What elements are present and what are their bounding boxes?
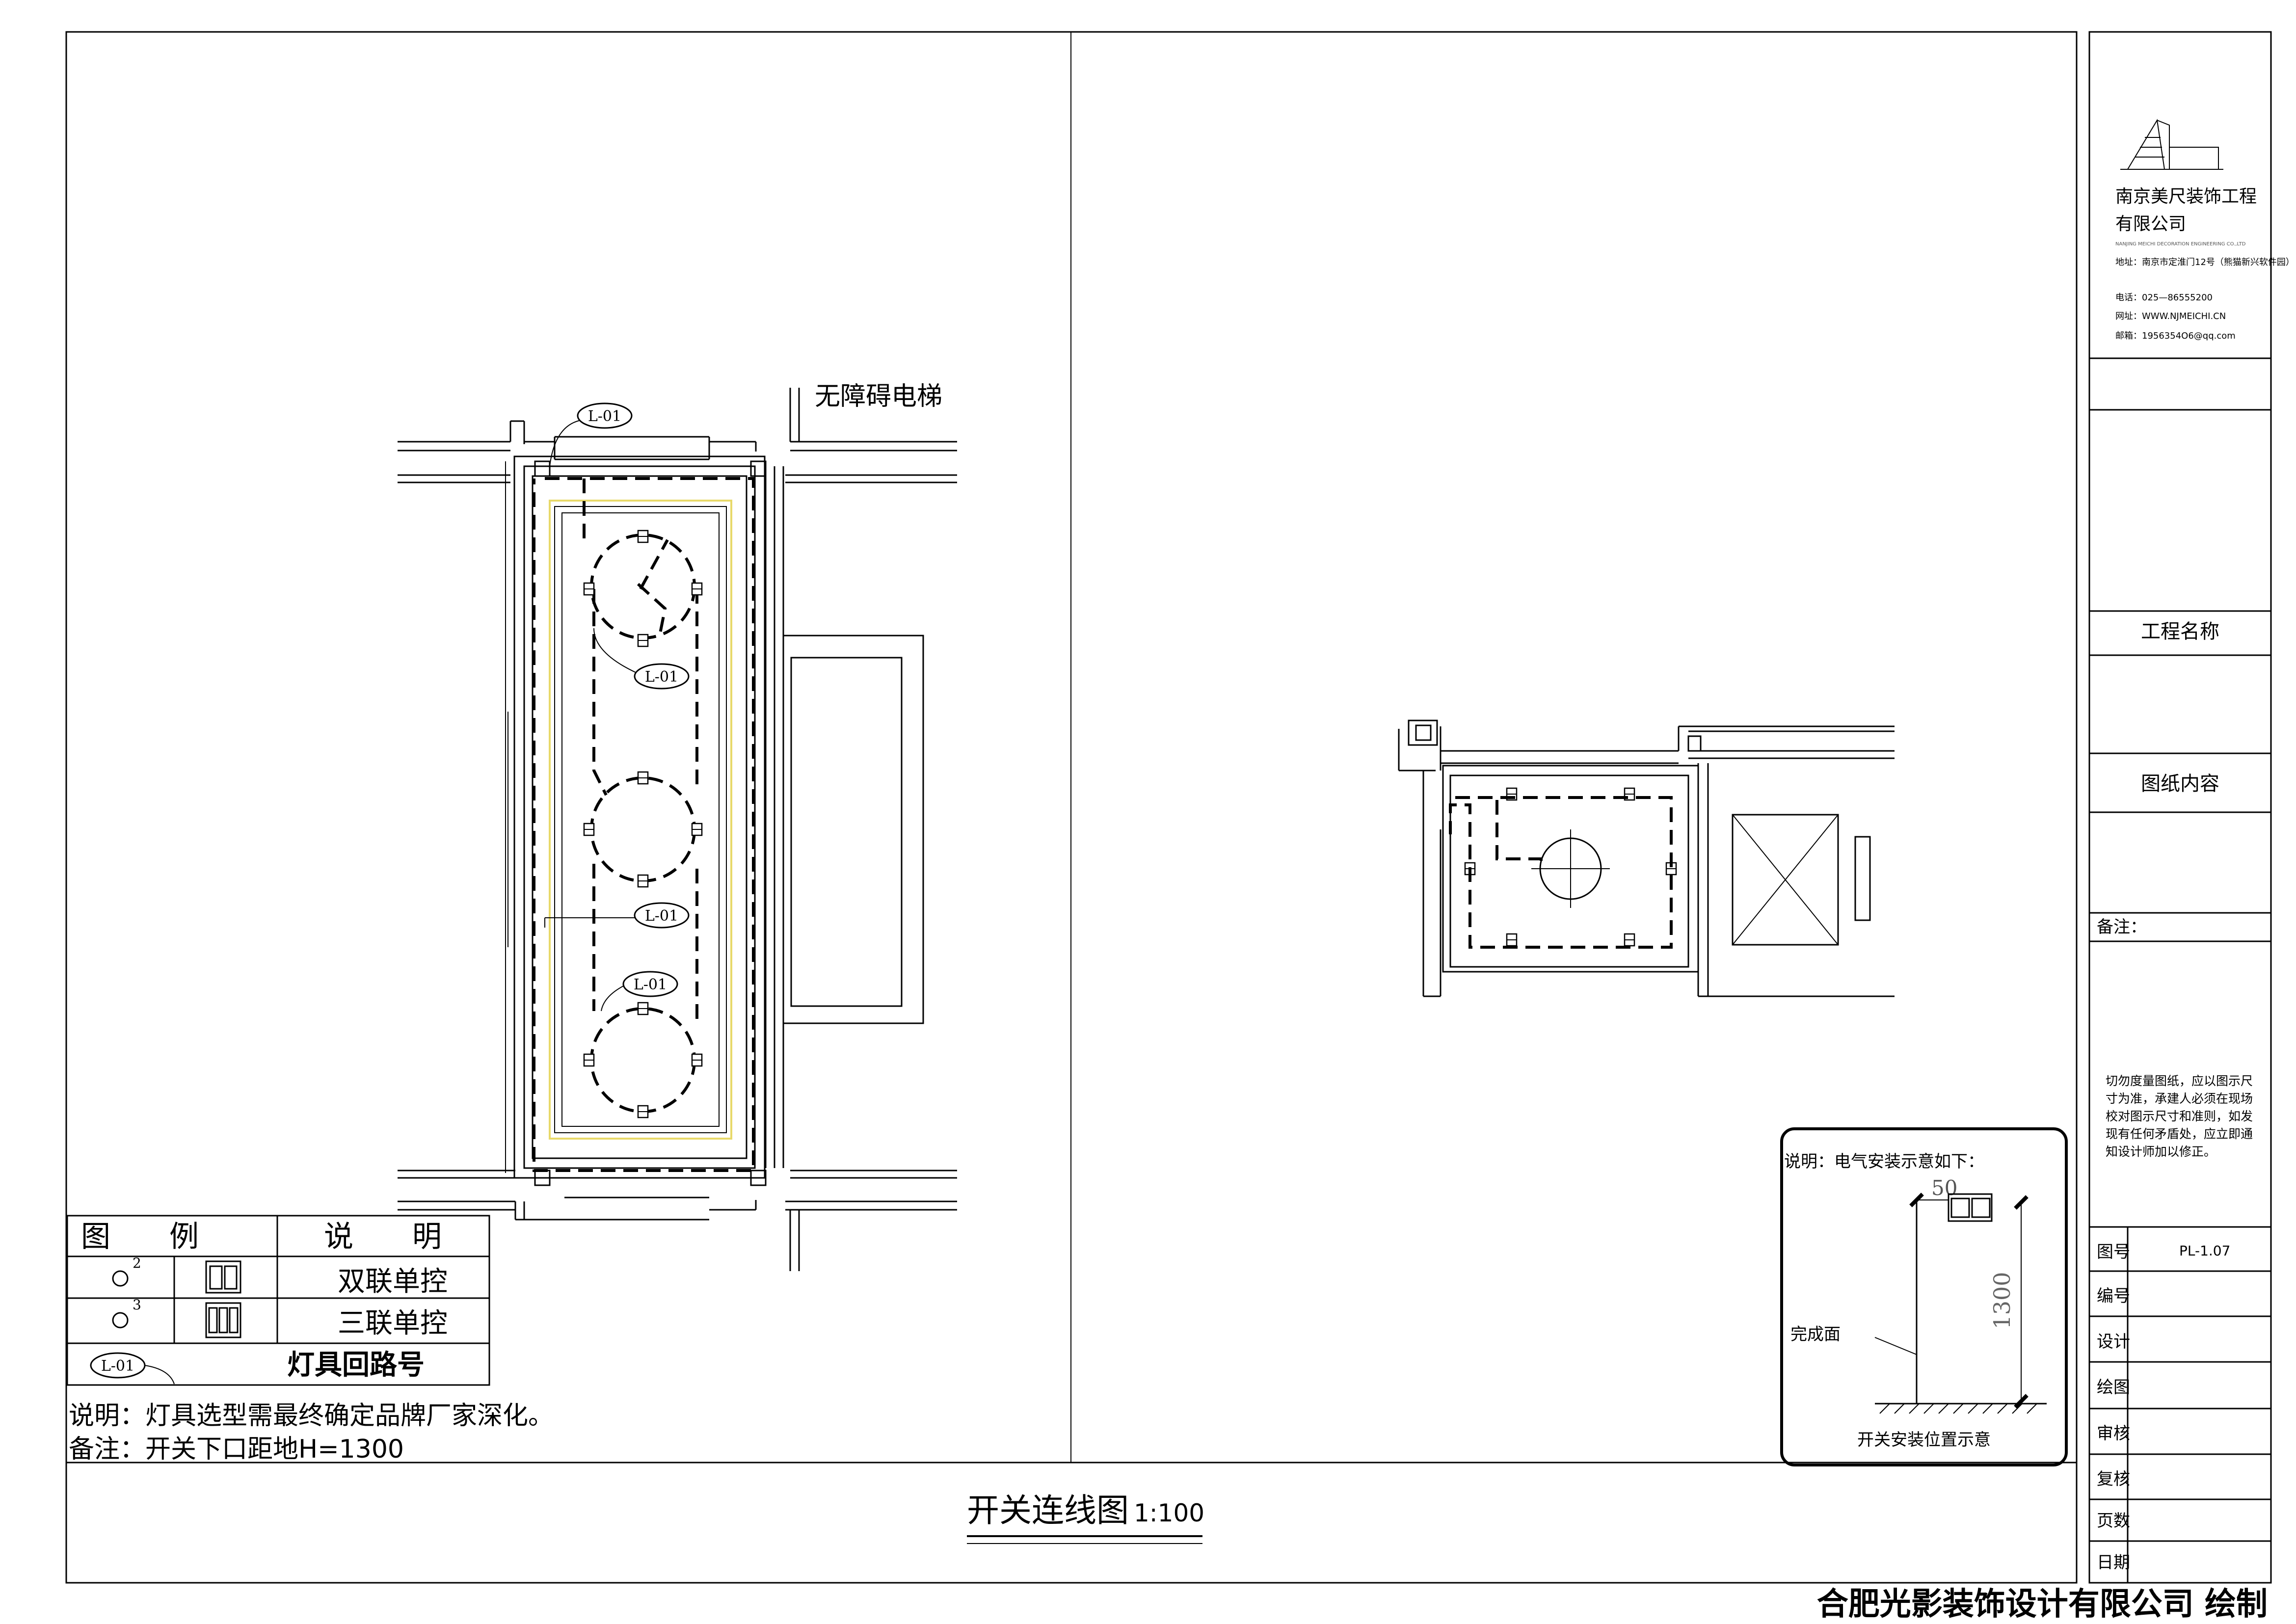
company-email: 邮箱：1956354O6@qq.com — [2115, 331, 2236, 341]
svg-text:L-01: L-01 — [101, 1358, 134, 1375]
remark-label: 备注： — [2097, 917, 2147, 937]
legend-row-circuit: 灯具回路号 — [287, 1349, 425, 1381]
project-name-label: 工程名称 — [2141, 620, 2219, 643]
dim-top: 50 — [1931, 1176, 1957, 1200]
label-serial: 编号 — [2097, 1286, 2130, 1306]
note-line-1: 说明：灯具选型需最终确定品牌厂家深化。 — [69, 1401, 554, 1431]
right-floor-plan — [1398, 719, 1895, 997]
label-drafting: 绘图 — [2097, 1378, 2130, 1397]
svg-text:说明：电气安装示意如下：: 说明：电气安装示意如下： — [1784, 1152, 1984, 1171]
value-drawing-no: PL-1.07 — [2179, 1243, 2230, 1259]
legend-header-desc: 说 明 — [324, 1220, 442, 1254]
company-address: 地址：南京市定淮门12号（熊猫新兴软件园） — [2115, 257, 2295, 267]
company-name-2: 有限公司 — [2115, 214, 2186, 234]
svg-text:L-01: L-01 — [588, 408, 621, 425]
legend-header-symbol: 图 例 — [81, 1220, 199, 1254]
company-logo — [2120, 119, 2223, 170]
svg-text:开关安装位置示意: 开关安装位置示意 — [1857, 1430, 1991, 1450]
svg-text:1:100: 1:100 — [1134, 1499, 1204, 1527]
legend-row-triple: 三联单控 — [338, 1307, 448, 1339]
legend-table: 图 例 说 明 2 双联单控 3 三联单控 L-01 灯具回路号 — [66, 1215, 490, 1386]
sheet-frame — [65, 31, 2272, 1584]
right-circuit — [1449, 796, 1673, 949]
svg-text:L-01: L-01 — [634, 976, 667, 993]
left-floor-plan: L-01 L-01 L-01 L-01 无障碍电梯 — [398, 382, 957, 1271]
legend-row-double: 双联单控 — [338, 1266, 448, 1298]
footer-credit: 合肥光影装饰设计有限公司 绘制 — [1817, 1586, 2268, 1623]
label-date: 日期 — [2097, 1553, 2130, 1572]
title-block: 南京美尺装饰工程 有限公司 NANJING MEICHI DECORATION … — [2089, 119, 2295, 1583]
label-design: 设计 — [2097, 1332, 2130, 1352]
svg-text:L-01: L-01 — [645, 668, 678, 686]
label-drawing-no: 图号 — [2097, 1242, 2130, 1262]
svg-text:完成面: 完成面 — [1790, 1325, 1841, 1344]
drawing-title: 开关连线图 1:100 — [967, 1491, 1204, 1544]
label-pages: 页数 — [2097, 1511, 2130, 1531]
dim-height: 1300 — [1989, 1272, 2015, 1329]
svg-text:开关连线图: 开关连线图 — [967, 1491, 1129, 1529]
company-name-en: NANJING MEICHI DECORATION ENGINEERING CO… — [2115, 241, 2246, 247]
elevator-label: 无障碍电梯 — [815, 382, 942, 411]
svg-text:3: 3 — [133, 1297, 141, 1313]
circuit-tag-2: L-01 — [544, 902, 690, 929]
label-recheck: 复核 — [2097, 1469, 2130, 1489]
circuit-tag-top: L-01 — [549, 402, 633, 467]
install-detail: 说明：电气安装示意如下： 50 1300 完成面 开关安装位置示意 — [1780, 1127, 2068, 1466]
company-website: 网址：WWW.NJMEICHI.CN — [2115, 311, 2226, 321]
circuit-tag-1: L-01 — [593, 628, 690, 690]
svg-text:2: 2 — [133, 1255, 141, 1271]
company-phone: 电话：025—86555200 — [2115, 293, 2213, 303]
double-switch-symbol: 2 — [112, 1255, 241, 1294]
circuit-tag-3: L-01 — [601, 971, 678, 1012]
company-name-1: 南京美尺装饰工程 — [2115, 186, 2257, 207]
circuit-tag-symbol: L-01 — [90, 1352, 175, 1384]
drawing-content-label: 图纸内容 — [2141, 772, 2219, 795]
measurement-warning: 切勿度量图纸，应以图示尺寸为准，承建人必须在现场校对图示尺寸和准则，如发现有任何… — [2106, 1074, 2253, 1159]
triple-switch-symbol: 3 — [112, 1297, 241, 1338]
note-line-2: 备注：开关下口距地H=1300 — [69, 1435, 404, 1464]
svg-text:L-01: L-01 — [645, 907, 678, 925]
label-review: 审核 — [2097, 1424, 2130, 1443]
